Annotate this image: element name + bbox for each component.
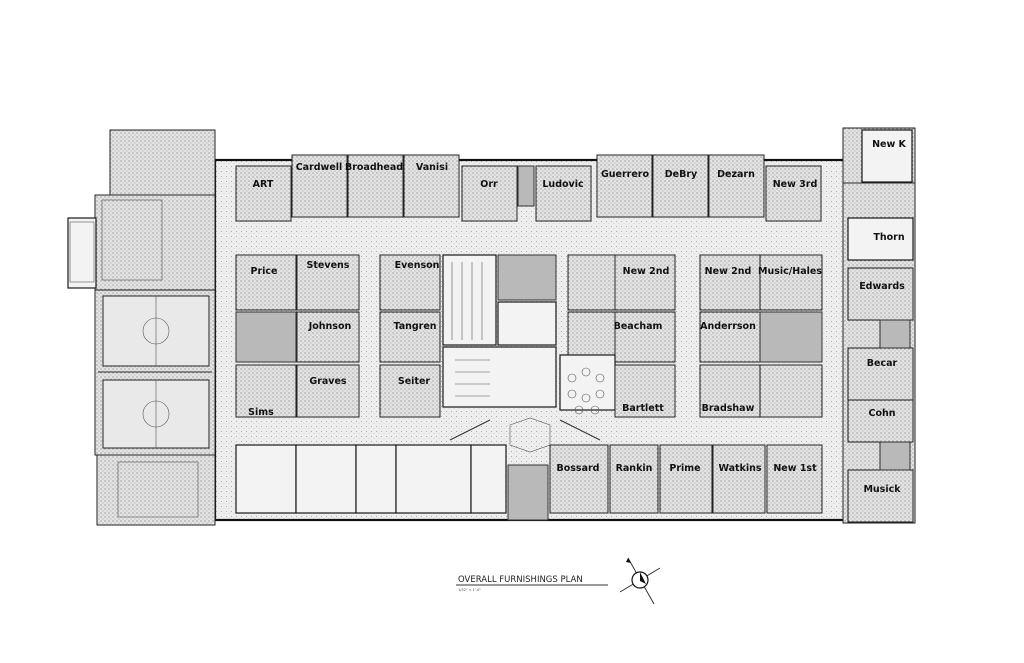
bottom-classrooms (235, 444, 823, 521)
title-block: OVERALL FURNISHINGS PLAN 1/32" = 1'-0" (456, 575, 608, 592)
room-labels: ART Cardwell Broadhead Vanisi Orr Ludovi… (248, 139, 906, 495)
room-label: Prime (669, 463, 700, 474)
room-label: New 3rd (773, 179, 818, 190)
gymnasium (69, 199, 212, 518)
room-label: ART (253, 179, 274, 190)
room-label: Evenson (395, 260, 440, 271)
room-label: Cohn (868, 408, 895, 419)
room-label: Broadhead (345, 162, 403, 173)
room-label: Dezarn (717, 169, 755, 180)
room-label: Ludovic (542, 179, 583, 190)
room-label: Tangren (393, 321, 436, 332)
room-label: New 2nd (705, 266, 752, 277)
room-label: Music/Hales (758, 266, 822, 277)
room-label: New K (872, 139, 906, 150)
room-label: Becar (867, 358, 898, 369)
room-label: New 2nd (623, 266, 670, 277)
room-label: Beacham (614, 321, 663, 332)
room-label: Johnson (308, 321, 352, 332)
north-arrow-icon (619, 557, 661, 605)
plan-scale: 1/32" = 1'-0" (458, 588, 481, 592)
commons-furniture (449, 262, 605, 453)
room-label: Cardwell (296, 162, 343, 173)
room-label: Stevens (307, 260, 350, 271)
classroom-pods (235, 254, 823, 418)
room-label: Bradshaw (702, 403, 755, 414)
room-label: Musick (863, 484, 901, 495)
room-label: Price (251, 266, 278, 277)
room-label: Bossard (557, 463, 600, 474)
room-label: Seiter (398, 376, 431, 387)
room-label: Bartlett (622, 403, 664, 414)
room-label: Graves (309, 376, 347, 387)
room-label: Watkins (718, 463, 761, 474)
plan-title: OVERALL FURNISHINGS PLAN (458, 575, 583, 585)
top-classrooms (235, 154, 822, 222)
room-label: DeBry (665, 169, 698, 180)
room-label: Edwards (859, 281, 905, 292)
room-label: Thorn (873, 232, 904, 243)
room-label: Vanisi (416, 162, 448, 173)
right-wing-rooms (847, 129, 914, 523)
room-label: Guerrero (601, 169, 650, 180)
room-label: New 1st (773, 463, 817, 474)
room-label: Rankin (616, 463, 653, 474)
room-label: Sims (248, 407, 274, 418)
room-label: Orr (480, 179, 498, 190)
room-label: Anderrson (700, 321, 756, 332)
